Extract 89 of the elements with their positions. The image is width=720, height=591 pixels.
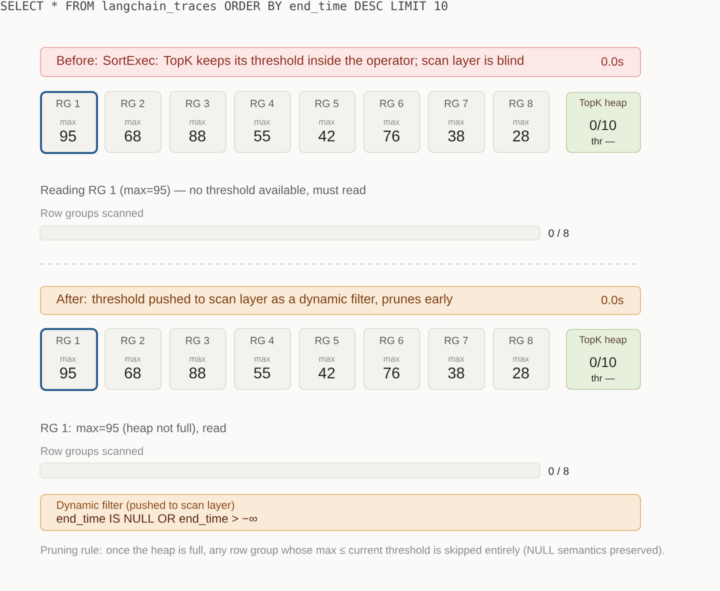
row-group-card xyxy=(40,91,98,154)
threshold-text: thr — xyxy=(591,374,615,382)
progress-count: 0 / 8 xyxy=(548,467,569,475)
max-value: 38 xyxy=(448,368,464,378)
status-text: RG 1: max=95 (heap not full), read xyxy=(41,423,226,435)
card-title: RG 1 xyxy=(56,100,80,108)
max-value: 76 xyxy=(384,130,400,142)
max-value: 95 xyxy=(60,368,76,378)
card-title: RG 3 xyxy=(186,336,210,344)
filter-title: Dynamic filter (pushed to scan layer) xyxy=(57,500,234,512)
caption-text: Row groups scanned xyxy=(41,446,143,458)
row-group-card xyxy=(364,328,420,390)
threshold-text: thr — xyxy=(591,137,615,145)
max-caption: max xyxy=(513,120,529,125)
status-banner xyxy=(40,47,641,77)
timer-text: 0.0s xyxy=(602,57,624,66)
max-value: 38 xyxy=(448,130,464,142)
status-text: Reading RG 1 (max=95) — no threshold available, must read xyxy=(41,185,366,197)
timer-text: 0.0s xyxy=(602,296,624,304)
card-title: RG 8 xyxy=(510,336,533,344)
row-group-card xyxy=(298,91,356,153)
max-value: 42 xyxy=(318,130,335,142)
row-group-card xyxy=(492,328,550,390)
card-title: RG 2 xyxy=(121,100,144,108)
card-title: RG 1 xyxy=(56,336,80,344)
max-caption: max xyxy=(190,357,206,362)
row-group-card xyxy=(169,91,226,153)
row-group-card xyxy=(104,91,162,153)
card-title: RG 6 xyxy=(380,100,404,108)
row-group-card xyxy=(234,91,291,153)
heap-box xyxy=(566,92,641,153)
max-value: 76 xyxy=(384,368,400,378)
footnote: Pruning rule: once the heap is full, any row group whose max ≤ current threshold is skipped entirely (NULL semantics preserved). xyxy=(41,546,664,556)
max-value: 28 xyxy=(513,130,529,142)
max-caption: max xyxy=(254,120,270,125)
card-title: RG 8 xyxy=(510,100,533,108)
sql-query: SELECT * FROM langchain_traces ORDER BY end_time DESC LIMIT 10 xyxy=(1,1,448,13)
max-value: 88 xyxy=(189,130,206,142)
max-caption: max xyxy=(125,357,141,362)
card-title: RG 5 xyxy=(316,336,338,344)
row-group-card xyxy=(492,91,550,153)
banner-text: Before: SortExec: TopK keeps its threshold inside the operator; scan layer is blind xyxy=(57,55,524,68)
max-caption: max xyxy=(319,357,335,362)
heap-box xyxy=(566,329,641,390)
row-group-card xyxy=(428,328,485,390)
row-group-card xyxy=(104,328,162,390)
max-caption: max xyxy=(60,120,76,125)
card-title: RG 3 xyxy=(186,100,210,108)
card-title: RG 4 xyxy=(250,100,274,108)
row-group-card xyxy=(298,328,356,390)
card-title: RG 7 xyxy=(444,336,468,344)
max-value: 68 xyxy=(124,130,141,142)
max-value: 88 xyxy=(189,368,206,378)
max-value: 95 xyxy=(60,130,76,142)
heap-count: 0/10 xyxy=(590,356,616,368)
row-group-card xyxy=(169,328,226,390)
banner-text: After: threshold pushed to scan layer as a dynamic filter, prunes early xyxy=(56,294,453,306)
max-value: 42 xyxy=(318,368,335,378)
filter-box xyxy=(40,494,641,531)
max-caption: max xyxy=(448,357,464,362)
heap-title: TopK heap xyxy=(579,336,626,346)
card-title: RG 4 xyxy=(250,336,274,344)
max-value: 55 xyxy=(254,368,270,378)
max-value: 55 xyxy=(254,130,270,142)
card-title: RG 2 xyxy=(121,336,144,344)
card-title: RG 6 xyxy=(380,336,404,344)
row-group-card xyxy=(40,328,98,391)
row-group-card xyxy=(364,91,420,153)
heap-title: TopK heap xyxy=(579,98,626,108)
card-title: RG 5 xyxy=(316,100,338,108)
max-caption: max xyxy=(319,120,335,125)
card-title: RG 7 xyxy=(444,100,468,108)
max-caption: max xyxy=(190,120,206,125)
max-caption: max xyxy=(384,357,400,362)
progress-count: 0 / 8 xyxy=(548,229,569,237)
max-value: 28 xyxy=(513,368,529,378)
heap-count: 0/10 xyxy=(590,120,616,130)
max-value: 68 xyxy=(124,368,141,378)
status-banner xyxy=(40,286,641,315)
max-caption: max xyxy=(60,357,76,362)
row-group-card xyxy=(234,328,291,390)
row-group-card xyxy=(428,91,485,153)
max-caption: max xyxy=(384,120,400,125)
filter-expression: end_time IS NULL OR end_time > −∞ xyxy=(56,514,258,526)
max-caption: max xyxy=(125,120,141,125)
max-caption: max xyxy=(254,357,270,362)
max-caption: max xyxy=(513,357,529,362)
max-caption: max xyxy=(448,120,464,125)
caption-text: Row groups scanned xyxy=(41,208,143,220)
